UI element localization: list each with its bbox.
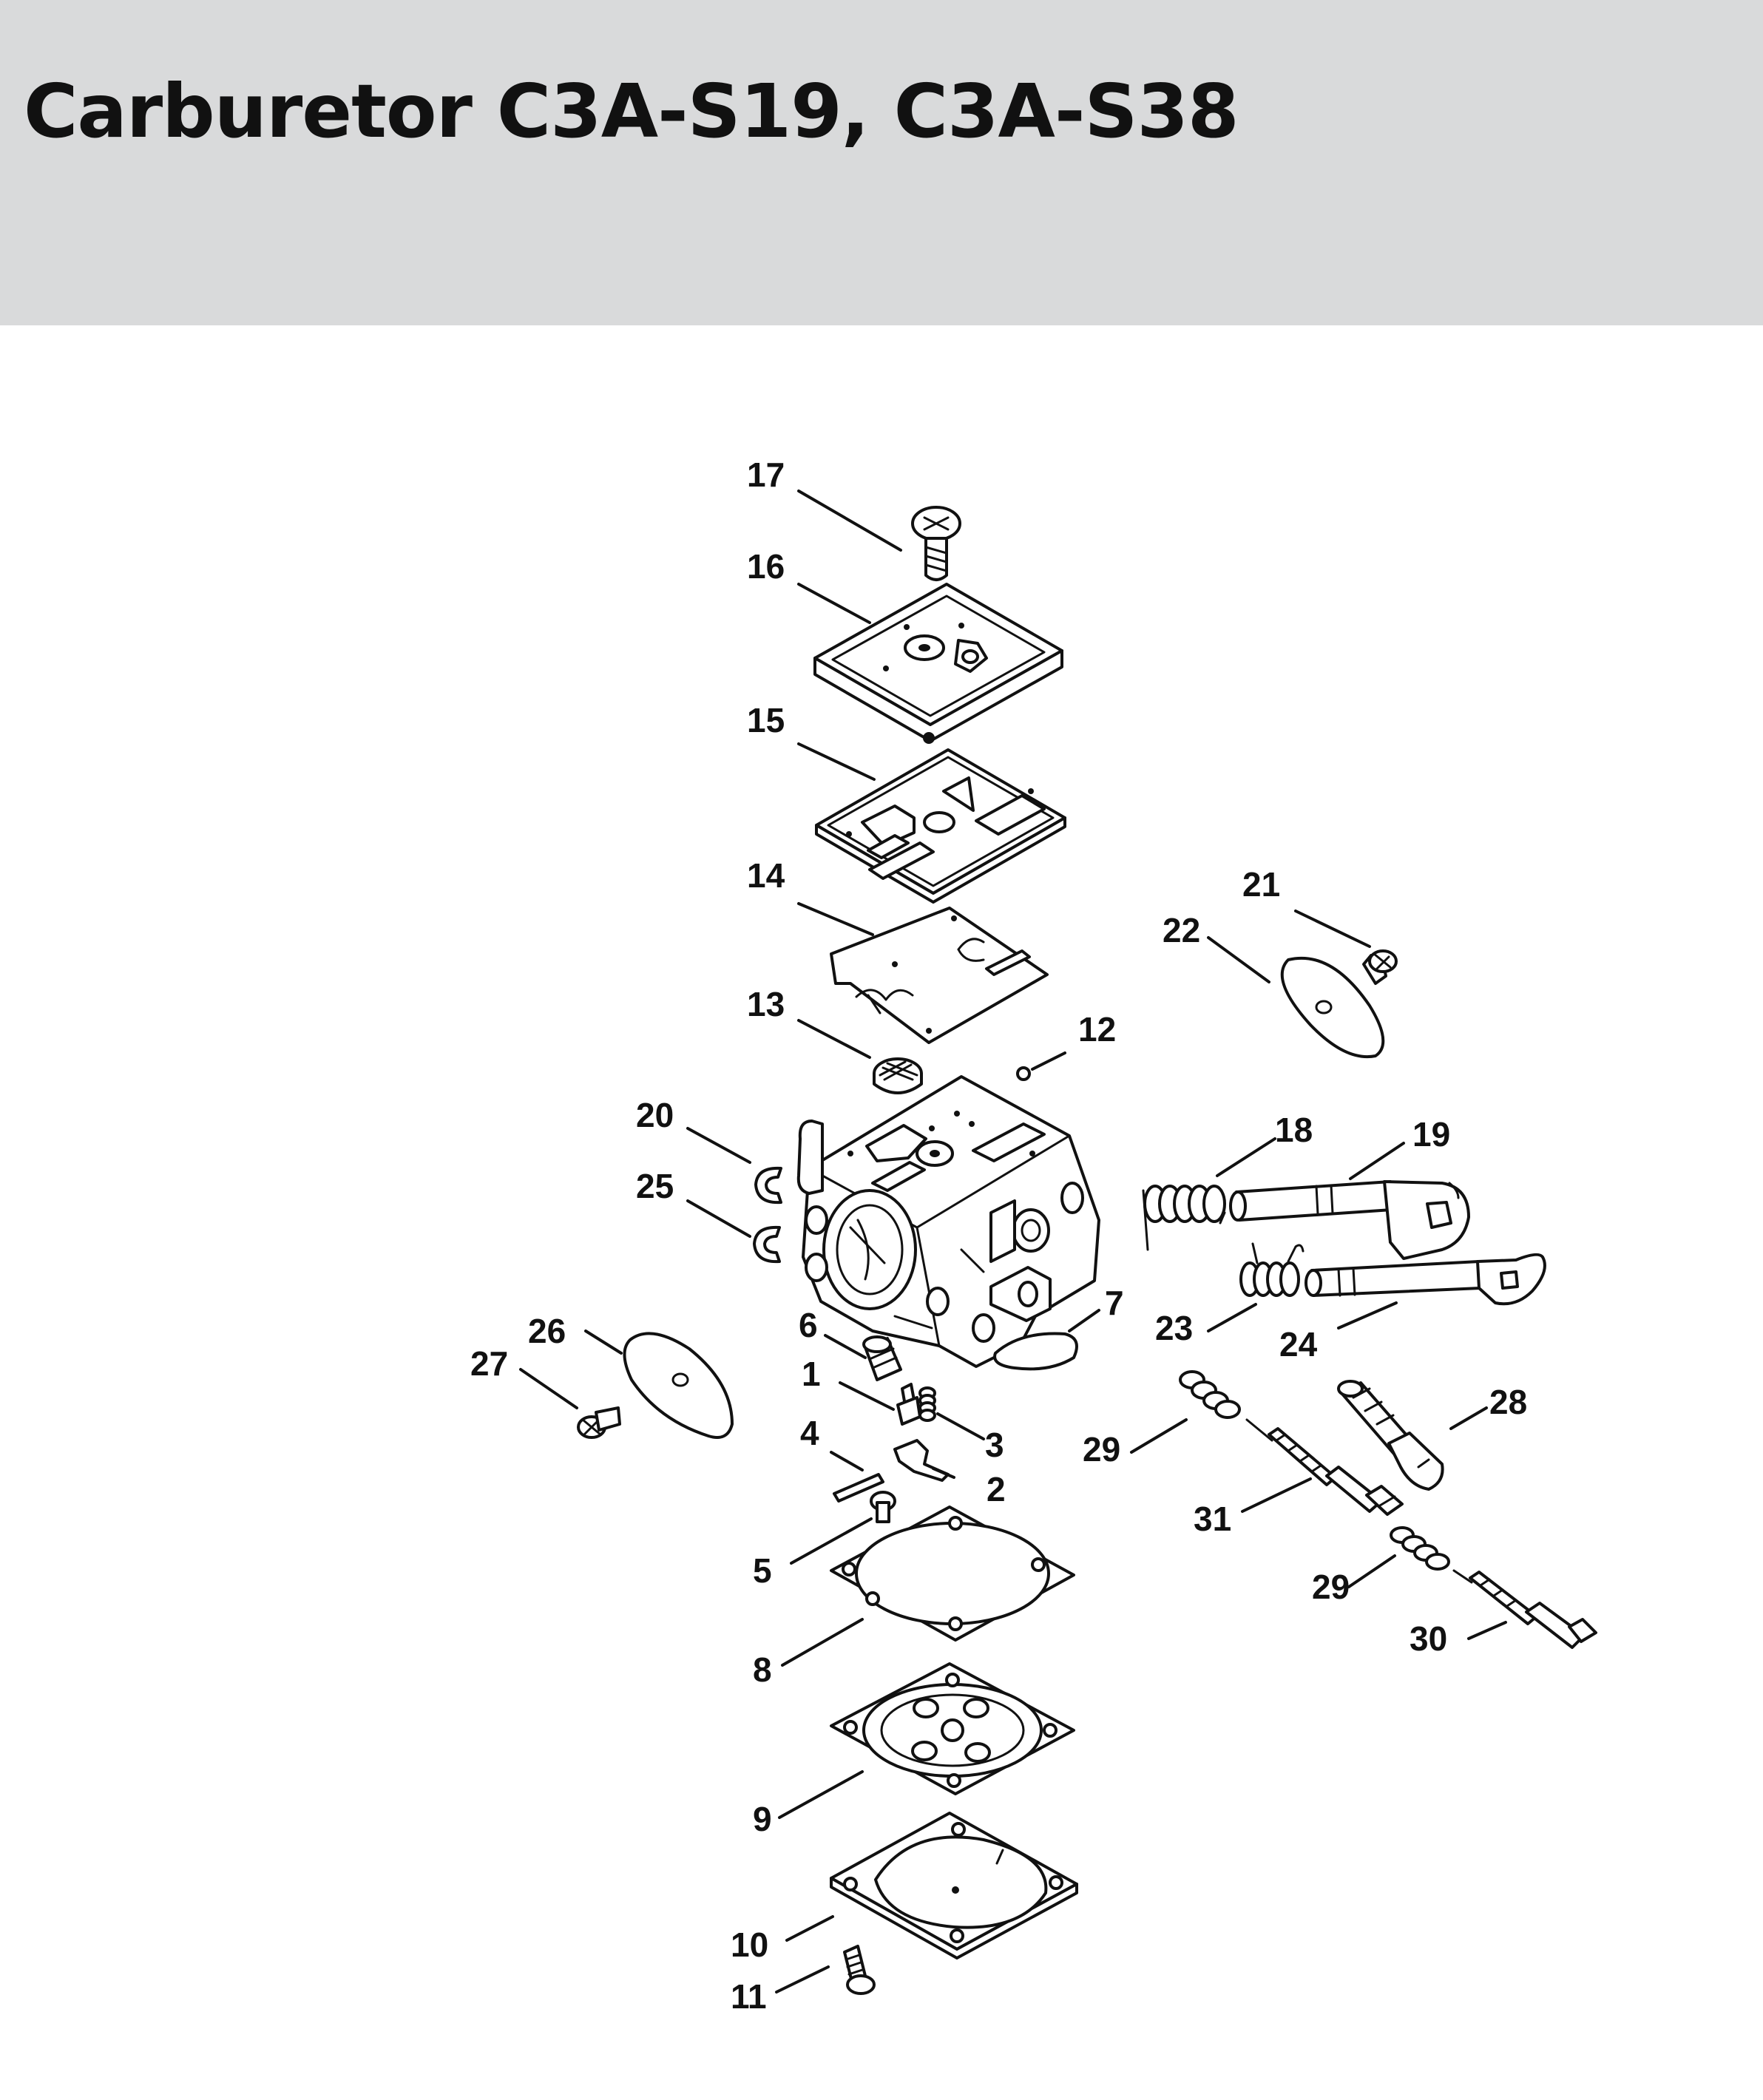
part-31-needle[interactable]	[1245, 1418, 1404, 1516]
callout-29-upper: 29	[1083, 1430, 1120, 1469]
part-6-fitting[interactable]	[862, 1335, 902, 1381]
callout-12: 12	[1078, 1010, 1116, 1049]
callout-31: 31	[1194, 1500, 1231, 1538]
part-1-inlet-needle[interactable]	[896, 1383, 921, 1426]
part-4-pin[interactable]	[833, 1473, 884, 1503]
part-26-disc[interactable]	[623, 1332, 734, 1439]
part-8-gasket[interactable]	[830, 1505, 1075, 1642]
callout-5: 5	[753, 1551, 772, 1590]
part-2-lever[interactable]	[893, 1439, 950, 1482]
part-21-screw[interactable]	[1362, 949, 1398, 985]
part-30-needle[interactable]	[1452, 1569, 1597, 1649]
part-29-spring-lower[interactable]	[1390, 1526, 1450, 1571]
callout-3: 3	[985, 1426, 1004, 1464]
callout-2: 2	[987, 1470, 1006, 1508]
callout-11: 11	[731, 1977, 767, 2016]
callout-20: 20	[636, 1096, 674, 1134]
callout-9: 9	[753, 1800, 772, 1838]
page-title: Carburetor C3A-S19, C3A-S38	[24, 68, 1239, 155]
callout-4: 4	[800, 1414, 819, 1452]
callout-18: 18	[1275, 1111, 1313, 1149]
callout-16: 16	[747, 547, 785, 586]
part-25-e-clip[interactable]	[753, 1225, 781, 1264]
callout-13: 13	[747, 985, 785, 1023]
callout-19: 19	[1412, 1115, 1450, 1154]
part-10-end-cover[interactable]	[830, 1812, 1078, 1960]
part-11-screw[interactable]	[843, 1945, 876, 1995]
callout-22: 22	[1163, 911, 1200, 949]
callout-17: 17	[747, 455, 785, 494]
part-27-screw[interactable]	[577, 1406, 621, 1439]
callout-25: 25	[636, 1167, 674, 1205]
callout-1: 1	[802, 1355, 821, 1393]
part-5-screw[interactable]	[870, 1491, 896, 1523]
part-9-diaphragm[interactable]	[830, 1662, 1075, 1795]
part-15-gasket-plate[interactable]	[815, 748, 1066, 904]
callout-10: 10	[731, 1925, 768, 1964]
part-12-ball[interactable]	[1016, 1066, 1031, 1081]
part-13-filter-screen[interactable]	[873, 1057, 923, 1094]
part-14-gasket[interactable]	[830, 907, 1049, 1044]
callout-15: 15	[747, 701, 785, 739]
leader-lines	[519, 490, 1507, 1994]
callout-6: 6	[799, 1306, 818, 1344]
part-23-spring[interactable]	[1239, 1242, 1305, 1297]
part-29-spring-upper[interactable]	[1179, 1370, 1241, 1419]
callout-30: 30	[1410, 1619, 1447, 1658]
part-3-spring[interactable]	[918, 1386, 936, 1422]
callout-8: 8	[753, 1650, 772, 1689]
callout-24: 24	[1279, 1325, 1318, 1364]
part-18-spring[interactable]	[1142, 1185, 1226, 1251]
part-28-adjuster[interactable]	[1337, 1380, 1444, 1491]
part-19-shaft[interactable]	[1229, 1180, 1470, 1260]
callout-7: 7	[1105, 1284, 1124, 1322]
part-22-shutter-disc[interactable]	[1280, 956, 1385, 1058]
callout-23: 23	[1155, 1309, 1193, 1347]
part-16-cover[interactable]	[813, 583, 1063, 744]
carburetor-body[interactable]	[796, 1075, 1100, 1368]
callout-27: 27	[470, 1344, 508, 1383]
callout-labels: 17 16 15 14 13 12 20 25 21 22 18 19 23 2…	[470, 455, 1527, 2016]
callout-26: 26	[528, 1312, 566, 1350]
callout-28: 28	[1489, 1383, 1527, 1421]
callout-21: 21	[1242, 865, 1280, 904]
part-20-e-clip[interactable]	[754, 1166, 782, 1205]
part-7-lever[interactable]	[993, 1332, 1078, 1371]
part-24-shaft[interactable]	[1305, 1253, 1546, 1306]
part-17-screw[interactable]	[911, 506, 961, 581]
callout-14: 14	[747, 856, 785, 895]
header-banner: Carburetor C3A-S19, C3A-S38	[0, 0, 1763, 325]
callout-29-lower: 29	[1312, 1568, 1350, 1606]
